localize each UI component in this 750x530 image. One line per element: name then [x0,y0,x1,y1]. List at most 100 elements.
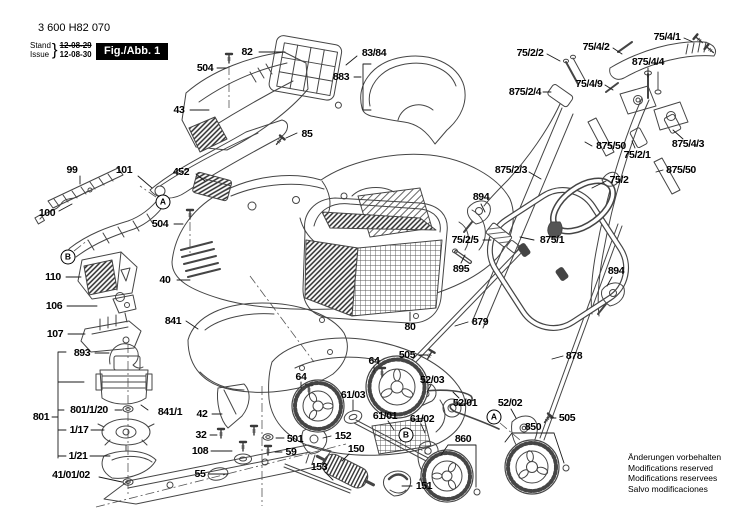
part-label-893: 893 [73,347,91,359]
sketch-spring [315,453,375,489]
part-label-878: 878 [565,350,583,362]
part-label-850: 850 [524,421,542,433]
sketch-grip-ring [547,171,620,239]
ref-marker-A: A [486,409,502,425]
ref-marker-B: B [60,249,76,265]
part-label-1-17: 1/17 [69,424,89,436]
part-label-43: 43 [173,104,185,116]
part-label-875-50: 875/50 [666,164,696,176]
part-label-75-2-1: 75/2/1 [623,149,651,161]
part-label-59: 59 [285,446,297,458]
part-label-107: 107 [46,328,64,340]
part-label-505: 505 [398,349,416,361]
part-label-52-02: 52/02 [497,397,523,409]
sketch-washer [234,453,252,465]
part-label-75-4-9: 75/4/9 [575,78,603,90]
part-label-99: 99 [66,164,78,176]
sketch-upper-housing [181,51,309,153]
stand-issue-block: Stand Issue } 12-08-29 12-08-30 [30,40,92,60]
sketch-tray [80,314,142,353]
part-label-61-01: 61/01 [372,410,398,422]
part-label-64: 64 [295,371,307,383]
date-new: 12-08-30 [59,50,92,59]
part-label-883: 883 [332,71,350,83]
sketch-motor-assembly [95,343,157,479]
issue-label: Issue [30,50,50,59]
sketch-top-cover [268,35,343,109]
part-label-85: 85 [301,128,313,140]
part-label-100: 100 [38,207,56,219]
part-label-75-2-5: 75/2/5 [451,234,479,246]
notice-line-de: Änderungen vorbehalten [628,452,722,462]
sketch-grass-box [302,187,448,324]
part-label-52-03: 52/03 [419,374,445,386]
modification-notice: Änderungen vorbehalten Modifications res… [628,452,721,494]
part-label-152: 152 [334,430,352,442]
figure-badge: Fig./Abb. 1 [96,43,169,60]
sketch-wheel-rear-left [420,449,474,503]
sketch-hubcap [382,470,412,497]
sketch-support-arm [66,196,165,261]
stand-label: Stand [30,40,51,50]
part-label-82: 82 [241,46,253,58]
sketch-electronics-box [77,251,138,300]
part-label-64: 64 [368,355,380,367]
part-label-894: 894 [607,265,625,277]
part-label-841-1: 841/1 [157,406,183,418]
part-label-55: 55 [194,468,206,480]
ref-marker-B: B [398,427,414,443]
part-number: 3 600 H82 070 [38,22,111,34]
part-label-875-2-4: 875/2/4 [508,86,542,98]
sketch-spacers [452,222,520,264]
part-label-108: 108 [191,445,209,457]
part-label-841: 841 [164,315,182,327]
date-old: 12-08-29 [59,40,92,50]
sketch-mulch-plate [217,383,250,429]
brace-glyph: } [51,40,58,59]
sketch-cable-adjuster [483,84,574,207]
part-label-860: 860 [454,433,472,445]
part-label-1-21: 1/21 [68,450,88,462]
part-label-106: 106 [45,300,63,312]
part-label-895: 895 [452,263,470,275]
sketch-small-bracket [112,292,137,323]
sketch-motor-cover [360,55,466,145]
sketch-lower-handle-loop [486,187,630,331]
part-label-61-03: 61/03 [340,389,366,401]
construction-lines [73,66,521,508]
part-label-504: 504 [151,218,169,230]
part-label-40: 40 [159,274,171,286]
part-label-894: 894 [472,191,490,203]
part-label-501: 501 [286,433,304,445]
part-label-61-02: 61/02 [409,413,435,425]
part-label-75-4-1: 75/4/1 [653,31,681,43]
part-label-110: 110 [45,271,61,283]
notice-line-en: Modifications reserved [628,462,714,473]
part-label-505: 505 [558,412,576,424]
part-label-80: 80 [404,321,416,333]
part-label-504: 504 [196,62,214,74]
part-label-32: 32 [195,429,207,441]
part-label-879: 879 [471,316,489,328]
part-label-875-4-3: 875/4/3 [671,138,705,150]
part-label-153: 153 [310,461,328,473]
ref-marker-A: A [155,194,171,210]
part-label-151: 151 [415,480,433,492]
part-label-101: 101 [115,164,133,176]
part-label-801-1-20: 801/1/20 [70,404,108,416]
part-label-52-01: 52/01 [452,397,478,409]
part-label-875-1: 875/1 [539,234,565,246]
sketch-clamp-upper [463,200,491,233]
part-label-75-4-2: 75/4/2 [582,41,610,53]
part-label-875-50: 875/50 [596,140,626,152]
leader-lines [51,37,694,488]
part-label-150: 150 [347,443,365,455]
part-label-75-2-2: 75/2/2 [516,47,544,59]
part-label-83-84: 83/84 [361,47,387,59]
notice-line-es: Salvo modificaciones [628,483,708,494]
part-label-875-2-3: 875/2/3 [494,164,528,176]
part-label-42: 42 [196,408,208,420]
